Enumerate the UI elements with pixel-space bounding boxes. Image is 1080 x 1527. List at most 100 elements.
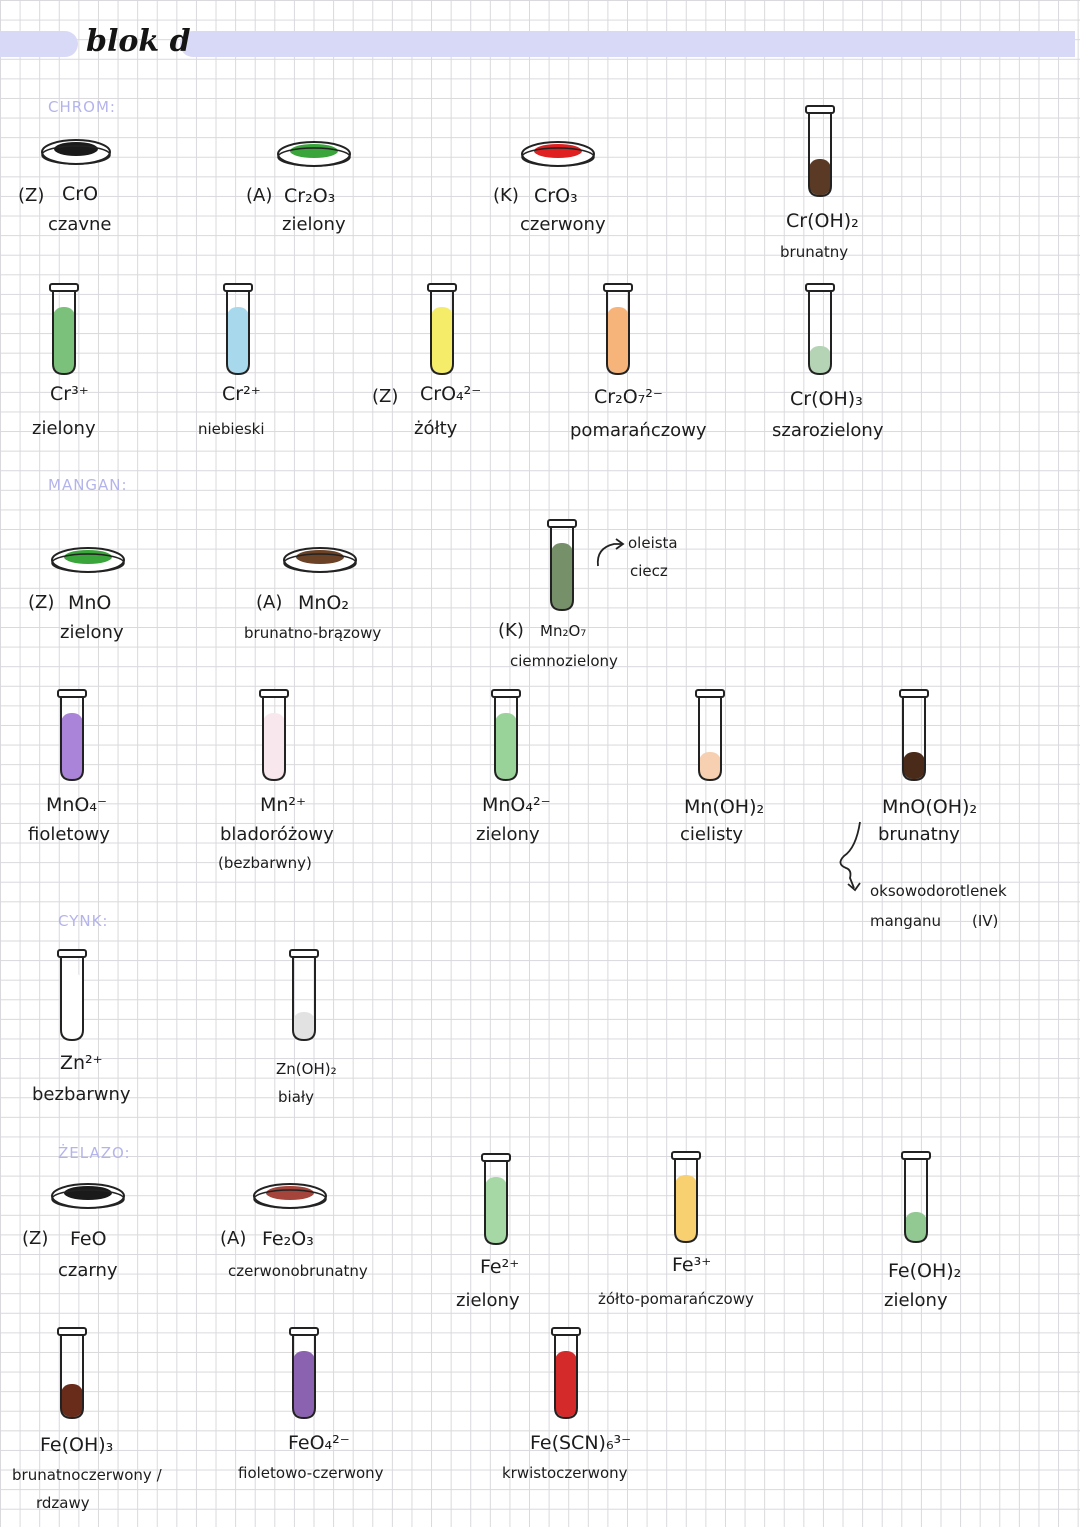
tag-fe2o3: (A) [220, 1228, 247, 1249]
color-zn2: bezbarwny [32, 1084, 131, 1105]
formula-feoh3: Fe(OH)₃ [40, 1434, 114, 1456]
color-mno: zielony [60, 622, 124, 643]
tag-cro3: (K) [493, 185, 519, 206]
tube-cr2o7 [603, 283, 633, 376]
tag-cr2o3: (A) [246, 185, 273, 206]
color-cro: czavne [48, 214, 112, 235]
color2-mn2: (bezbarwny) [218, 854, 312, 872]
color2-feoh3: rdzawy [36, 1494, 90, 1512]
color-fe3: żółto-pomarańczowy [598, 1290, 754, 1308]
tag-mno2: (A) [256, 592, 283, 613]
formula-mno4: MnO₄⁻ [46, 794, 108, 816]
dish-cro [41, 139, 111, 165]
note-mn2o7-line2: ciecz [630, 562, 668, 580]
formula-mno: MnO [68, 592, 112, 614]
section-label-cynk: CYNK: [58, 912, 109, 930]
tube-croh2 [805, 105, 835, 198]
color-croh3: szarozielony [772, 420, 884, 441]
formula-cro3: CrO₃ [534, 185, 578, 207]
tube-feoh3 [57, 1327, 87, 1420]
tube-cr2 [223, 283, 253, 376]
tube-mnoh2 [695, 689, 725, 782]
color-mno2: brunatno-brązowy [244, 624, 382, 642]
tube-feoh2 [901, 1151, 931, 1244]
section-label-chrom: CHROM: [48, 98, 116, 116]
dish-mno2 [283, 547, 357, 573]
formula-feo: FeO [70, 1228, 107, 1250]
dish-cr2o3 [277, 141, 351, 167]
note-mnooh2-line3: (IV) [972, 912, 999, 930]
tube-mnooh2 [899, 689, 929, 782]
tube-croh3 [805, 283, 835, 376]
tag-feo: (Z) [22, 1228, 49, 1249]
formula-mn2o7: Mn₂O₇ [540, 622, 587, 640]
formula-cr3: Cr³⁺ [50, 383, 89, 405]
color-feo4: fioletowo-czerwony [238, 1464, 384, 1482]
tag-cro: (Z) [18, 185, 45, 206]
tube-cr3 [49, 283, 79, 376]
color-cro4: żółty [414, 418, 458, 439]
formula-cro: CrO [62, 183, 99, 205]
color-mno4: fioletowy [28, 824, 110, 845]
formula-cr2: Cr²⁺ [222, 383, 261, 405]
tube-mn2 [259, 689, 289, 782]
color-mnoh2: cielisty [680, 824, 744, 845]
tube-zn2 [57, 949, 87, 1042]
tube-mno4-2 [491, 689, 521, 782]
arrow-icon [596, 538, 625, 567]
formula-fe2: Fe²⁺ [480, 1256, 520, 1278]
formula-mnoh2: Mn(OH)₂ [684, 796, 765, 818]
formula-mnooh2: MnO(OH)₂ [882, 796, 978, 818]
dish-fe2o3 [253, 1183, 327, 1209]
formula-croh3: Cr(OH)₃ [790, 388, 863, 410]
section-label-zelazo: ŻELAZO: [58, 1144, 131, 1162]
color-cr3: zielony [32, 418, 96, 439]
formula-fe2o3: Fe₂O₃ [262, 1228, 314, 1250]
dish-feo [51, 1183, 125, 1209]
formula-fe3: Fe³⁺ [672, 1254, 712, 1276]
color-cro3: czerwony [520, 214, 606, 235]
formula-cr2o3: Cr₂O₃ [284, 185, 336, 207]
note-mnooh2-line1: oksowodorotlenek [870, 882, 1007, 900]
formula-fescn: Fe(SCN)₆³⁻ [530, 1432, 632, 1454]
color-fe2: zielony [456, 1290, 520, 1311]
color-fe2o3: czerwonobrunatny [228, 1262, 368, 1280]
tube-mno4 [57, 689, 87, 782]
tag-mn2o7: (K) [498, 620, 524, 641]
formula-croh2: Cr(OH)₂ [786, 210, 859, 232]
formula-cro4: CrO₄²⁻ [420, 383, 482, 405]
formula-mno2: MnO₂ [298, 592, 350, 614]
tube-fe2 [481, 1153, 511, 1246]
formula-cr2o7: Cr₂O₇²⁻ [594, 386, 663, 408]
formula-mno4-2: MnO₄²⁻ [482, 794, 551, 816]
color-cr2o7: pomarańczowy [570, 420, 707, 441]
color-mno4-2: zielony [476, 824, 540, 845]
tube-cro4 [427, 283, 457, 376]
curved-arrow-icon [839, 821, 861, 892]
formula-mn2: Mn²⁺ [260, 794, 307, 816]
tube-feo4 [289, 1327, 319, 1420]
dish-mno [51, 547, 125, 573]
note-mn2o7-line1: oleista [628, 534, 678, 552]
tube-fescn [551, 1327, 581, 1420]
color-znoh2: biały [278, 1088, 315, 1106]
tag-cro4: (Z) [372, 386, 399, 407]
formula-feo4: FeO₄²⁻ [288, 1432, 350, 1454]
header-bar [0, 31, 1075, 57]
tube-mn2o7 [547, 519, 577, 612]
color-feoh3: brunatnoczerwony / [12, 1466, 162, 1484]
tube-znoh2 [289, 949, 319, 1042]
page-title: blok d [86, 24, 191, 59]
color-cr2o3: zielony [282, 214, 346, 235]
color-mnooh2: brunatny [878, 824, 960, 845]
color-mn2o7: ciemnozielony [510, 652, 618, 670]
formula-feoh2: Fe(OH)₂ [888, 1260, 962, 1282]
color-feoh2: zielony [884, 1290, 948, 1311]
section-label-mangan: MANGAN: [48, 476, 128, 494]
tube-fe3 [671, 1151, 701, 1244]
color-feo: czarny [58, 1260, 118, 1281]
formula-zn2: Zn²⁺ [60, 1052, 103, 1074]
note-mnooh2-line2: manganu [870, 912, 942, 930]
dish-cro3 [521, 141, 595, 167]
color-cr2: niebieski [198, 420, 265, 438]
